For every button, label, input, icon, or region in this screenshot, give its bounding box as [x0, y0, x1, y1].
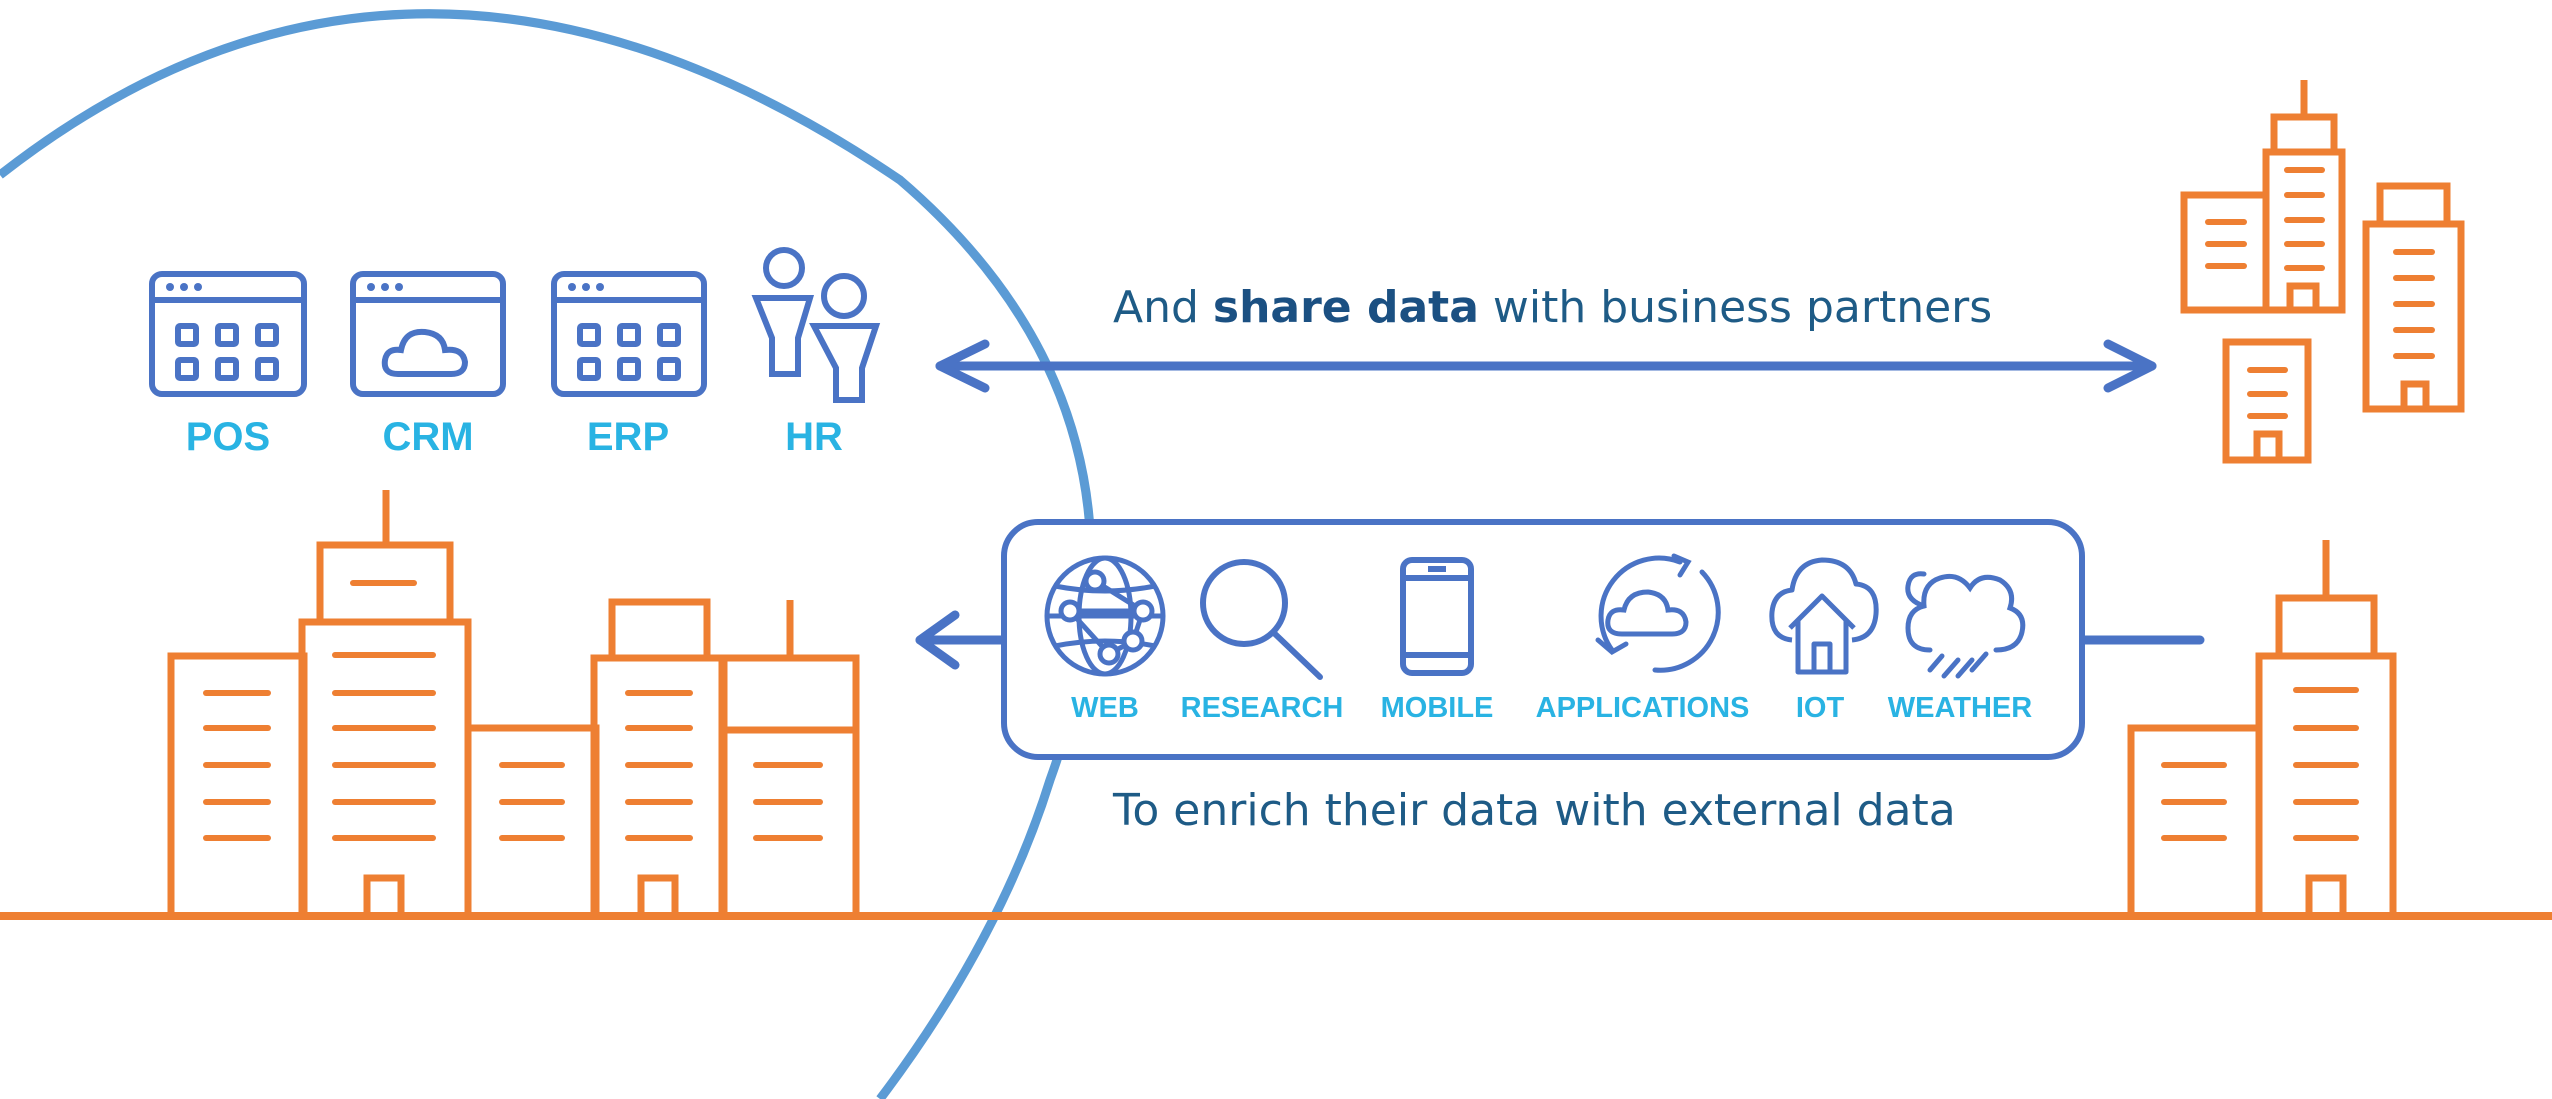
source-label-web: WEB — [1071, 692, 1139, 724]
share-caption: And share data with business partners — [1113, 282, 1992, 333]
enrich-caption: To enrich their data with external data — [1113, 785, 1956, 836]
office-buildings-cluster — [167, 490, 860, 920]
source-label-research: RESEARCH — [1180, 692, 1344, 724]
enterprise-circle — [0, 9, 1096, 1099]
source-label-iot: IOT — [1795, 692, 1845, 724]
share-arrow — [935, 339, 2157, 393]
app-window-cloud-icon — [350, 271, 506, 397]
cloud-home-icon — [1769, 557, 1879, 675]
external-data-box — [1001, 519, 2085, 760]
people-icon — [751, 247, 881, 403]
cloud-sync-icon — [1595, 553, 1721, 673]
cloud-rain-icon — [1905, 571, 2026, 679]
source-label-applications: APPLICATIONS — [1535, 692, 1750, 724]
source-label-mobile: MOBILE — [1380, 692, 1494, 724]
globe-network-icon — [1044, 555, 1166, 677]
app-window-grid-icon — [149, 271, 307, 397]
system-label-erp: ERP — [586, 415, 670, 459]
share-caption-pre: And — [1113, 282, 1213, 333]
system-label-hr: HR — [785, 415, 843, 459]
system-label-crm: CRM — [382, 415, 474, 459]
share-caption-bold: share data — [1212, 282, 1479, 333]
partner-buildings — [2180, 80, 2465, 464]
system-label-pos: POS — [185, 415, 271, 459]
share-caption-post: with business partners — [1478, 282, 1993, 333]
enrich-arrow — [915, 610, 2205, 670]
smartphone-icon — [1400, 557, 1474, 676]
app-window-grid-icon — [551, 271, 707, 397]
source-label-weather: WEATHER — [1887, 692, 2033, 724]
magnifier-icon — [1200, 559, 1323, 680]
external-provider-buildings — [2127, 540, 2397, 920]
